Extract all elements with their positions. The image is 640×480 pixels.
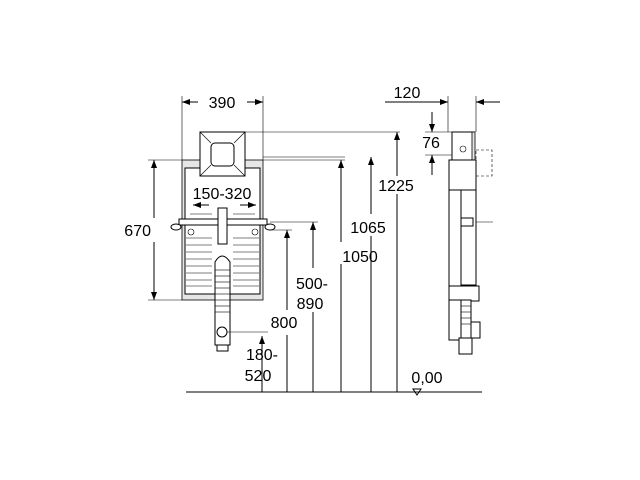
bracket-height-dimension-line2: 890 (297, 296, 324, 313)
front-view (170, 131, 400, 352)
height-1050-dimension: 1050 (342, 249, 378, 266)
side-view (448, 131, 493, 355)
floor-level-label: 0,00 (411, 370, 442, 387)
offset-dimension: 76 (422, 135, 440, 152)
height-dimension: 670 (124, 223, 151, 240)
height-1065-dimension: 1065 (350, 220, 386, 237)
bracket-height-dimension-line1: 500- (296, 276, 328, 293)
floor-level-marker-icon (412, 388, 422, 396)
width-dimension: 390 (209, 95, 236, 112)
height-1225-dimension: 1225 (378, 178, 414, 195)
height-800-dimension: 800 (271, 315, 298, 332)
depth-dimension: 120 (394, 85, 421, 102)
drain-height-dimension-line2: 520 (245, 368, 272, 385)
bracket-range-dimension: 150-320 (193, 186, 252, 203)
drain-height-dimension-line1: 180- (246, 347, 278, 364)
